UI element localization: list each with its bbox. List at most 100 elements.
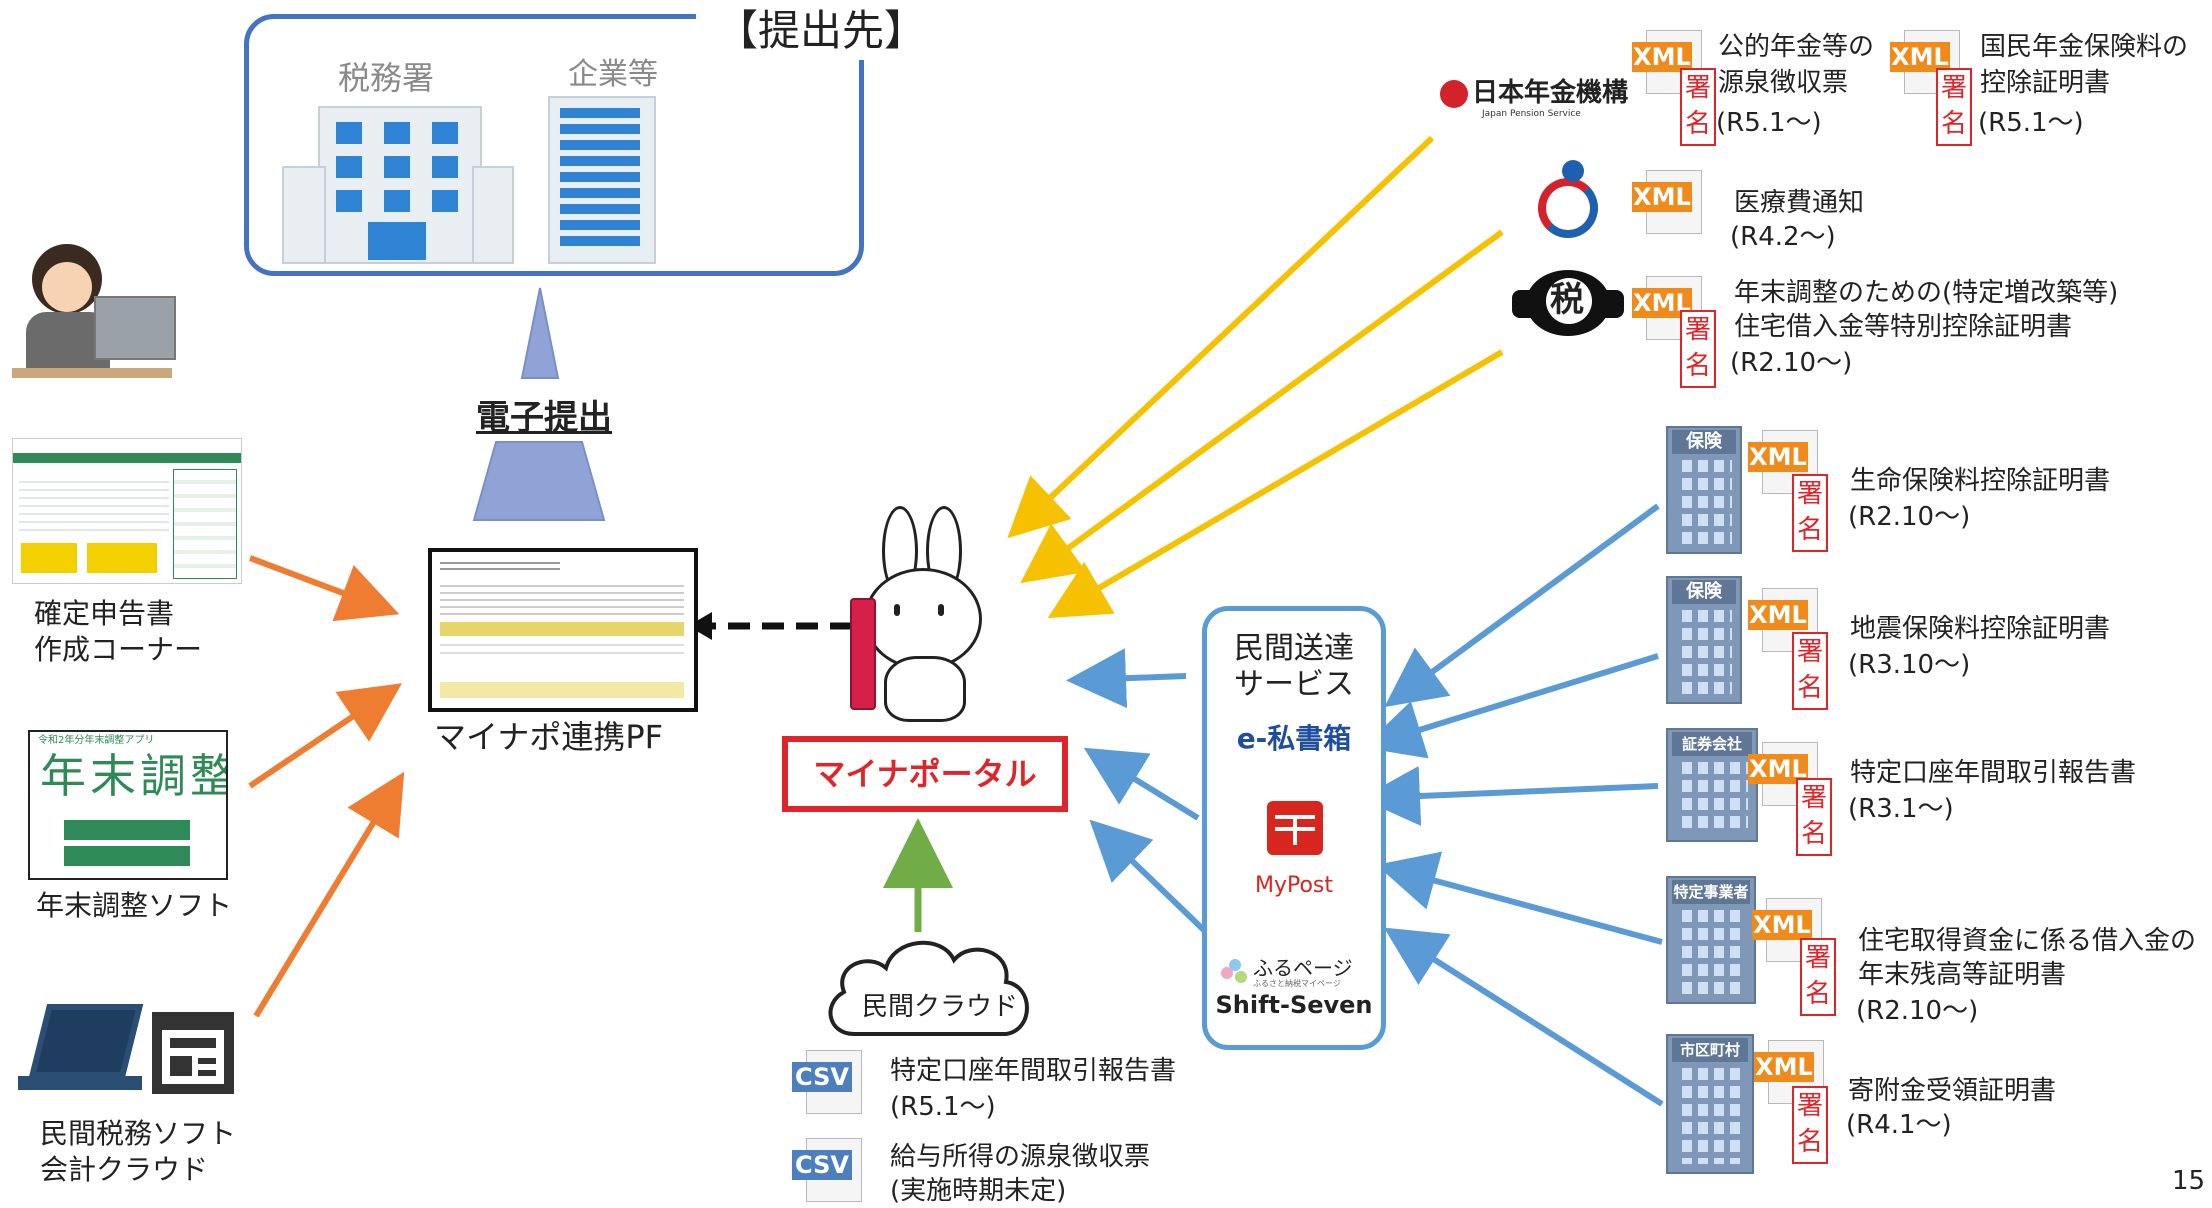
company-building: 企業等 [542, 56, 658, 264]
submission-triangle-top [520, 287, 560, 379]
tax-return-corner-label-2: 作成コーナー [34, 633, 203, 666]
delivery-services-title-1: 民間送達 [1234, 631, 1354, 666]
cloud-file-2-line2: (実施時期未定) [890, 1176, 1067, 1206]
mypost-label: MyPost [1254, 873, 1334, 898]
year-end-app-title: 年末調整 [40, 749, 228, 803]
tax-mark: 税 [1550, 280, 1584, 320]
arrow-tax-return-corner [248, 555, 400, 622]
e-shishobako-logo: e-私書箱 [1236, 722, 1352, 755]
pension-org-sub: Japan Pension Service [1482, 109, 1581, 119]
shift-seven-label: Shift-Seven [1215, 991, 1373, 1019]
private-cloud-shape [820, 930, 1044, 1050]
insurance-building: 保険 [1666, 426, 1742, 554]
csv-file-icon: CSV [792, 1138, 862, 1202]
arrow-delivery-to-portal-1 [1066, 648, 1187, 709]
user-at-computer-illustration [12, 240, 176, 380]
insurance-building: 保険 [1666, 576, 1742, 704]
ministry-logo [1532, 160, 1614, 242]
private-doc-4-line2: 年末残高等証明書 [1858, 960, 2067, 990]
mynapo-pf-label: マイナポ連携PF [434, 718, 664, 756]
xml-file-icon: XML [1632, 30, 1702, 94]
gov-doc-4-line1: 年末調整のための(特定増改築等) [1734, 278, 2119, 308]
securities-company-building: 証券会社 [1666, 728, 1758, 842]
arrow-delivery-to-portal-3 [1089, 819, 1213, 939]
private-doc-1-line2: (R2.10～) [1848, 502, 1971, 532]
furupage-sub: ふるさと納税マイページ [1253, 979, 1341, 988]
document-window-icon [152, 1012, 234, 1094]
csv-file-icon: CSV [792, 1050, 862, 1114]
arrow-medical [1020, 229, 1504, 584]
submission-target-title: 【提出先】 [716, 6, 927, 55]
mynaportal-box: マイナポータル [782, 736, 1068, 812]
signature-badge: 署名 [1680, 310, 1716, 388]
arrow-pension [1007, 135, 1435, 539]
pension-org-name: 日本年金機構 [1472, 78, 1629, 108]
furupage-label: ふるページ [1253, 956, 1353, 980]
private-tax-software-label-2: 会計クラウド [40, 1153, 209, 1186]
gov-doc-2-line2: 控除証明書 [1980, 68, 2111, 98]
electronic-submission-label: 電子提出 [476, 398, 612, 438]
xml-file-icon: XML [1748, 430, 1818, 494]
signature-badge: 署名 [1680, 68, 1716, 146]
signature-badge: 署名 [1936, 68, 1972, 146]
specific-business-building: 特定事業者 [1666, 876, 1756, 1004]
japan-pension-service-logo: 日本年金機構 Japan Pension Service [1438, 76, 1638, 122]
gov-doc-1-line1: 公的年金等の [1718, 32, 1875, 62]
gov-doc-2-line3: (R5.1～) [1978, 108, 2084, 138]
year-end-app-header: 令和2年分年末調整アプリ [38, 735, 155, 746]
gov-doc-1-line3: (R5.1～) [1716, 108, 1822, 138]
tax-office-label: 税務署 [338, 59, 435, 97]
signature-badge: 署名 [1792, 632, 1828, 710]
mascot-red-one [850, 598, 876, 710]
submission-target-title-bg [696, 0, 956, 60]
submission-target-frame [244, 14, 864, 276]
xml-file-icon: XML [1754, 1040, 1824, 1104]
signature-badge: 署名 [1796, 778, 1832, 856]
cloud-file-2-line1: 給与所得の源泉徴収票 [890, 1142, 1151, 1172]
xml-file-icon: XML [1752, 898, 1822, 962]
cloud-file-1-line1: 特定口座年間取引報告書 [890, 1056, 1177, 1086]
arrow-specific-business [1376, 851, 1663, 945]
signature-badge: 署名 [1800, 938, 1836, 1016]
private-doc-5-line1: 寄附金受領証明書 [1848, 1076, 2057, 1106]
signature-badge: 署名 [1792, 474, 1828, 552]
arrow-life-insurance [1384, 503, 1660, 708]
tax-agency-logo: 税 [1512, 266, 1624, 340]
gov-doc-1-line2: 源泉徴収票 [1718, 68, 1849, 98]
private-doc-1-line1: 生命保険料控除証明書 [1850, 466, 2111, 496]
arrow-municipality [1383, 927, 1664, 1107]
delivery-services-title-2: サービス [1234, 667, 1354, 702]
furupage-icon [1221, 959, 1249, 987]
private-doc-3-line2: (R3.1～) [1848, 794, 1954, 824]
mypost-box-icon [1267, 801, 1323, 855]
private-cloud-label: 民間クラウド [862, 992, 1019, 1022]
arrow-portal-to-pf-head [688, 612, 712, 640]
cloud-file-1-line2: (R5.1～) [890, 1092, 996, 1122]
gov-doc-4-line3: (R2.10～) [1730, 348, 1853, 378]
mynapo-pf-screenshot [428, 548, 698, 712]
laptop-icon [18, 1004, 144, 1100]
private-doc-4-line1: 住宅取得資金に係る借入金の [1858, 926, 2197, 956]
municipality-building: 市区町村 [1666, 1034, 1754, 1174]
page-number: 15 [2172, 1166, 2206, 1196]
gov-doc-3-line1: 医療費通知 [1734, 188, 1865, 218]
arrow-year-end-software [248, 683, 402, 789]
arrow-securities [1360, 766, 1659, 826]
private-doc-2-line1: 地震保険料控除証明書 [1850, 614, 2111, 644]
year-end-software-screenshot: 令和2年分年末調整アプリ 年末調整 [28, 730, 228, 880]
xml-file-icon: XML [1632, 170, 1702, 234]
arrow-private-tax-software [253, 771, 405, 1018]
gov-doc-4-line2: 住宅借入金等特別控除証明書 [1734, 312, 2073, 342]
signature-badge: 署名 [1792, 1086, 1828, 1164]
mynaportal-label: マイナポータル [813, 755, 1037, 793]
delivery-services-box: 民間送達 サービス e-私書箱 MyPost ふるページ ふるさと納税マイページ… [1202, 606, 1386, 1050]
gov-doc-2-line1: 国民年金保険料の [1980, 32, 2189, 62]
arrow-earthquake-insurance [1362, 653, 1659, 759]
tax-return-corner-screenshot [12, 438, 242, 584]
gov-doc-3-line2: (R4.2～) [1730, 222, 1836, 252]
private-doc-3-line1: 特定口座年間取引報告書 [1850, 758, 2137, 788]
tax-return-corner-label-1: 確定申告書 [34, 597, 175, 630]
mynaportal-mascot [850, 506, 1000, 722]
xml-file-icon: XML [1890, 30, 1960, 94]
